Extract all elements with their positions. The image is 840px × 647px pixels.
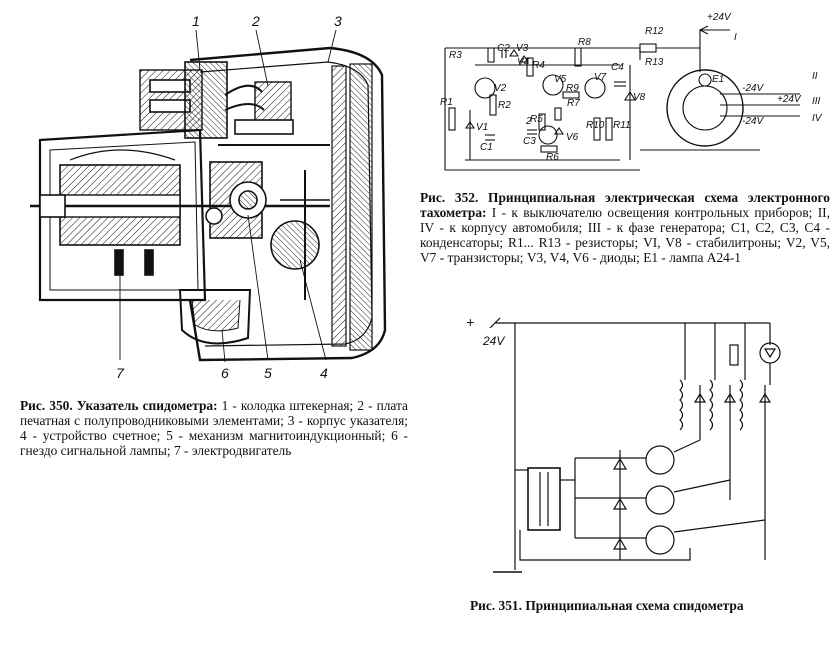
label-term-1: I — [734, 32, 737, 43]
speedometer-drawing — [30, 29, 387, 363]
label-r5: R5 — [530, 114, 543, 125]
label-r6: R6 — [546, 152, 559, 163]
label-wire-2: -24V — [742, 83, 764, 94]
label-r11: R11 — [613, 120, 631, 131]
label-two: 2 — [525, 116, 532, 127]
caption-fig352-title: Рис. 352. Принципиальная электрическая с… — [420, 190, 830, 220]
label-r10: R10 — [586, 120, 605, 131]
speedometer-circuit — [489, 317, 781, 573]
label-r12: R12 — [645, 26, 664, 37]
label-r8: R8 — [578, 37, 591, 48]
callout-5: 5 — [264, 365, 272, 381]
label-e1: E1 — [712, 74, 724, 85]
callout-2: 2 — [251, 13, 260, 29]
callout-1: 1 — [192, 13, 200, 29]
label-term-2: II — [812, 71, 818, 82]
label-supply: +24V — [707, 12, 732, 23]
callout-3: 3 — [334, 13, 342, 29]
caption-fig350-text: 1 - колодка штекерная; 2 - плата печатна… — [20, 398, 408, 458]
label-c3: C3 — [523, 136, 536, 147]
label-r13: R13 — [645, 57, 664, 68]
label-wire-4: -24V — [742, 116, 764, 127]
caption-fig350: Рис. 350. Указатель спидометра: 1 - коло… — [20, 398, 408, 458]
label-v2: V2 — [494, 83, 507, 94]
label-v6: V6 — [566, 132, 579, 143]
label-term-3: III — [812, 96, 821, 107]
speedometer-callouts: 1 2 3 4 5 6 7 — [116, 13, 342, 381]
label-c2: C2 — [497, 43, 510, 54]
label-v5: V5 — [554, 74, 567, 85]
caption-fig350-title: Рис. 350. Указатель спидометра: — [20, 398, 218, 413]
label-v7: V7 — [594, 72, 607, 83]
label-r4: R4 — [532, 60, 545, 71]
label-wire-3: +24V — [777, 94, 802, 105]
speedometer-circuit-labels: + 24V — [466, 314, 505, 348]
tachometer-circuit — [444, 25, 800, 171]
label-plus: + — [466, 314, 474, 330]
label-c1: C1 — [480, 142, 493, 153]
callout-7: 7 — [116, 365, 125, 381]
callout-4: 4 — [320, 365, 328, 381]
tachometer-labels: R3 C2 V3 V4 R4 R8 C4 R12 R13 +24V I V5 V… — [440, 12, 823, 163]
label-term-4: IV — [812, 113, 823, 124]
label-v3: V3 — [516, 43, 529, 54]
caption-fig352-text: I - к выключателю освещения контрольных … — [420, 205, 830, 265]
label-v4: V4 — [517, 57, 530, 68]
label-r3: R3 — [449, 50, 462, 61]
label-r1: R1 — [440, 97, 453, 108]
label-r9: R9 — [566, 83, 579, 94]
label-r7: R7 — [567, 98, 580, 109]
callout-6: 6 — [221, 365, 229, 381]
label-v1: V1 — [476, 122, 488, 133]
label-c4: C4 — [611, 62, 624, 73]
caption-fig352: Рис. 352. Принципиальная электрическая с… — [420, 190, 830, 265]
label-24v: 24V — [482, 334, 505, 348]
label-r2: R2 — [498, 100, 511, 111]
caption-fig351: Рис. 351. Принципиальная схема спидометр… — [470, 598, 744, 613]
label-v8: V8 — [633, 92, 646, 103]
